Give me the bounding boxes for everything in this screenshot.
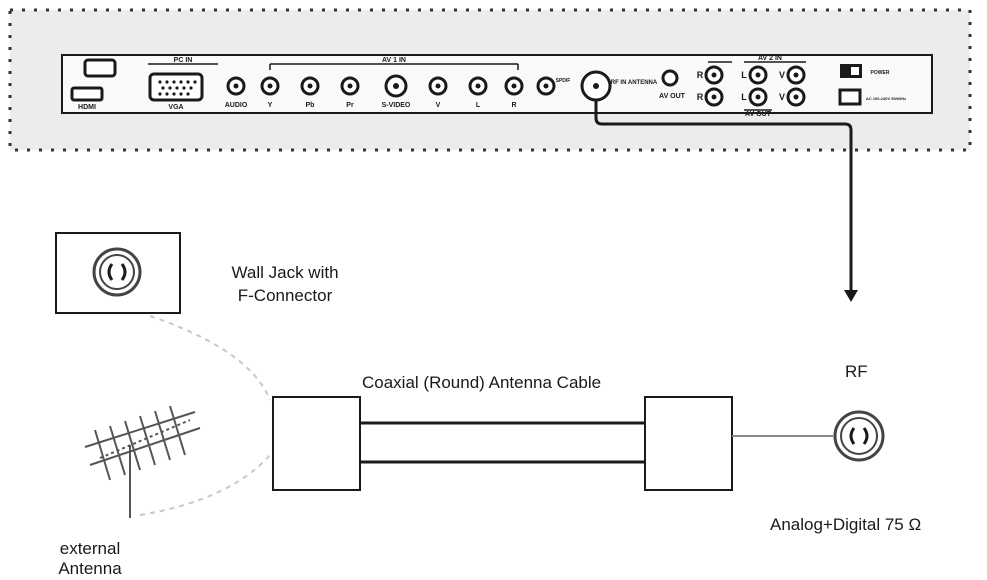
label-pc-in: PC IN: [174, 57, 193, 64]
label-side-r2: R: [697, 92, 704, 102]
label-side-v1: V: [779, 70, 785, 80]
usb-port-icon: [83, 58, 117, 78]
rf-spec-label: Analog+Digital 75 Ω: [770, 515, 922, 534]
label-audio: AUDIO: [225, 102, 248, 109]
cable-plug-right: [644, 396, 733, 491]
label-spdif: SPDIF: [556, 78, 571, 84]
label-power: POWER: [871, 70, 890, 76]
label-pr: Pr: [346, 102, 354, 109]
av-out-jack-icon: [661, 69, 679, 87]
dotted-link-wall-jack: [149, 315, 271, 401]
label-l: L: [476, 102, 481, 109]
label-rf-in-antenna: RF IN ANTENNA: [611, 80, 658, 86]
cable-plug-left: [272, 396, 361, 491]
label-power-sub: AC 100-240V 50/60Hz: [866, 96, 906, 101]
label-av1-in: AV 1 IN: [382, 57, 406, 64]
label-side-r1: R: [697, 70, 704, 80]
label-y: Y: [268, 102, 273, 109]
label-v: V: [436, 102, 441, 109]
wall-jack-label-line2: F-Connector: [237, 286, 333, 305]
arrow-head-icon: [844, 290, 858, 302]
label-vga: VGA: [168, 104, 183, 111]
antenna-icon: [84, 405, 201, 518]
hdmi-port-icon: [70, 86, 104, 102]
antenna-label-line2: Antenna: [58, 559, 122, 578]
label-side-l1: L: [741, 70, 747, 80]
power-socket-icon: [838, 88, 862, 106]
label-r: R: [511, 102, 516, 109]
wall-jack-label-line1: Wall Jack with: [231, 263, 339, 282]
vga-pins: [158, 80, 197, 96]
rf-label: RF: [845, 362, 868, 381]
label-av-out-group: AV OUT: [745, 111, 772, 118]
dotted-link-antenna: [139, 454, 271, 516]
label-side-v2: V: [779, 92, 785, 102]
cable-label: Coaxial (Round) Antenna Cable: [362, 373, 602, 392]
label-hdmi: HDMI: [78, 104, 96, 111]
label-av-out: AV OUT: [659, 93, 686, 100]
antenna-label-line1: external: [59, 539, 121, 558]
label-side-l2: L: [741, 92, 747, 102]
rf-cable-route: [594, 100, 853, 290]
label-av2-in: AV 2 IN: [758, 55, 782, 62]
label-pb: Pb: [306, 102, 315, 109]
label-s-video: S-VIDEO: [382, 102, 411, 109]
